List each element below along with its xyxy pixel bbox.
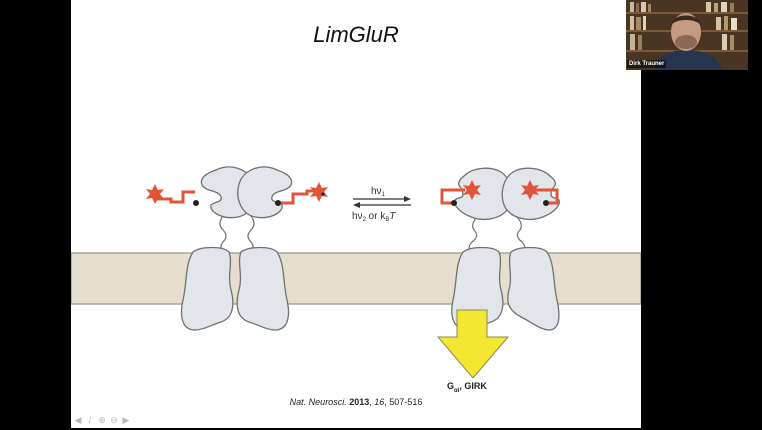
- presentation-slide: LimGluR: [71, 0, 641, 428]
- citation-year: 2013: [349, 397, 370, 407]
- limglur-diagram: hν1 hν2 or kBT: [71, 166, 641, 379]
- forward-light-label: hν1: [371, 186, 386, 198]
- cysteine-dot-left-a: [193, 200, 199, 206]
- reverse-light-label: hν2 or kBT: [352, 211, 396, 223]
- receptor-dimer-inactive: [146, 166, 328, 331]
- slide-title: LimGluR: [313, 22, 399, 47]
- participant-video-tile[interactable]: Dirk Trauner: [626, 0, 748, 70]
- signaling-arrow: [436, 309, 510, 379]
- citation-volume: 16: [374, 397, 385, 407]
- tmd-right-a: [451, 246, 504, 331]
- video-feed: [626, 0, 748, 70]
- photoswitch-tether-left-b: [278, 189, 319, 205]
- signaling-output-label: Gαi, GIRK: [447, 381, 487, 394]
- participant-person: [654, 13, 722, 70]
- terminal-dot-left-b: [321, 192, 325, 196]
- tmd-right-b: [507, 246, 560, 331]
- participant-name: Dirk Trauner: [627, 60, 667, 68]
- photoswitch-star-left-b: [310, 182, 328, 202]
- photoswitch-star-right-a: [463, 180, 481, 200]
- citation-journal: Nat. Neurosci.: [289, 397, 347, 407]
- photoswitch-tether-right-a: [440, 188, 465, 205]
- pen-icon[interactable]: /: [88, 414, 92, 425]
- vft-domain-left-b: [237, 166, 293, 219]
- photoswitch-tether-right-b: [534, 188, 559, 205]
- photoswitch-tether-left-a: [155, 190, 195, 204]
- next-slide-icon[interactable]: ▶: [122, 414, 130, 425]
- citation: Nat. Neurosci. 2013, 16, 507-516: [289, 397, 423, 407]
- previous-slide-icon[interactable]: ◀: [74, 414, 82, 425]
- photoswitch-star-left-a: [146, 184, 164, 204]
- vft-domain-right-a: [453, 167, 513, 221]
- cysteine-dot-right-a: [451, 200, 457, 206]
- photoswitch-star-right-b: [521, 180, 539, 200]
- cysteine-dot-right-b: [543, 200, 549, 206]
- tmd-left-b: [236, 246, 290, 331]
- cysteine-dot-left-b: [275, 200, 281, 206]
- receptor-dimer-active: [436, 167, 561, 379]
- equilibrium-arrows: hν1 hν2 or kBT: [352, 186, 411, 223]
- tmd-left-a: [180, 246, 234, 331]
- citation-pages: 507-516: [389, 397, 423, 407]
- slide-toolbar: ◀ / ⊕ ⊖ ▶: [73, 415, 131, 425]
- zoom-in-icon[interactable]: ⊕: [98, 414, 106, 425]
- zoom-out-icon[interactable]: ⊖: [110, 414, 118, 425]
